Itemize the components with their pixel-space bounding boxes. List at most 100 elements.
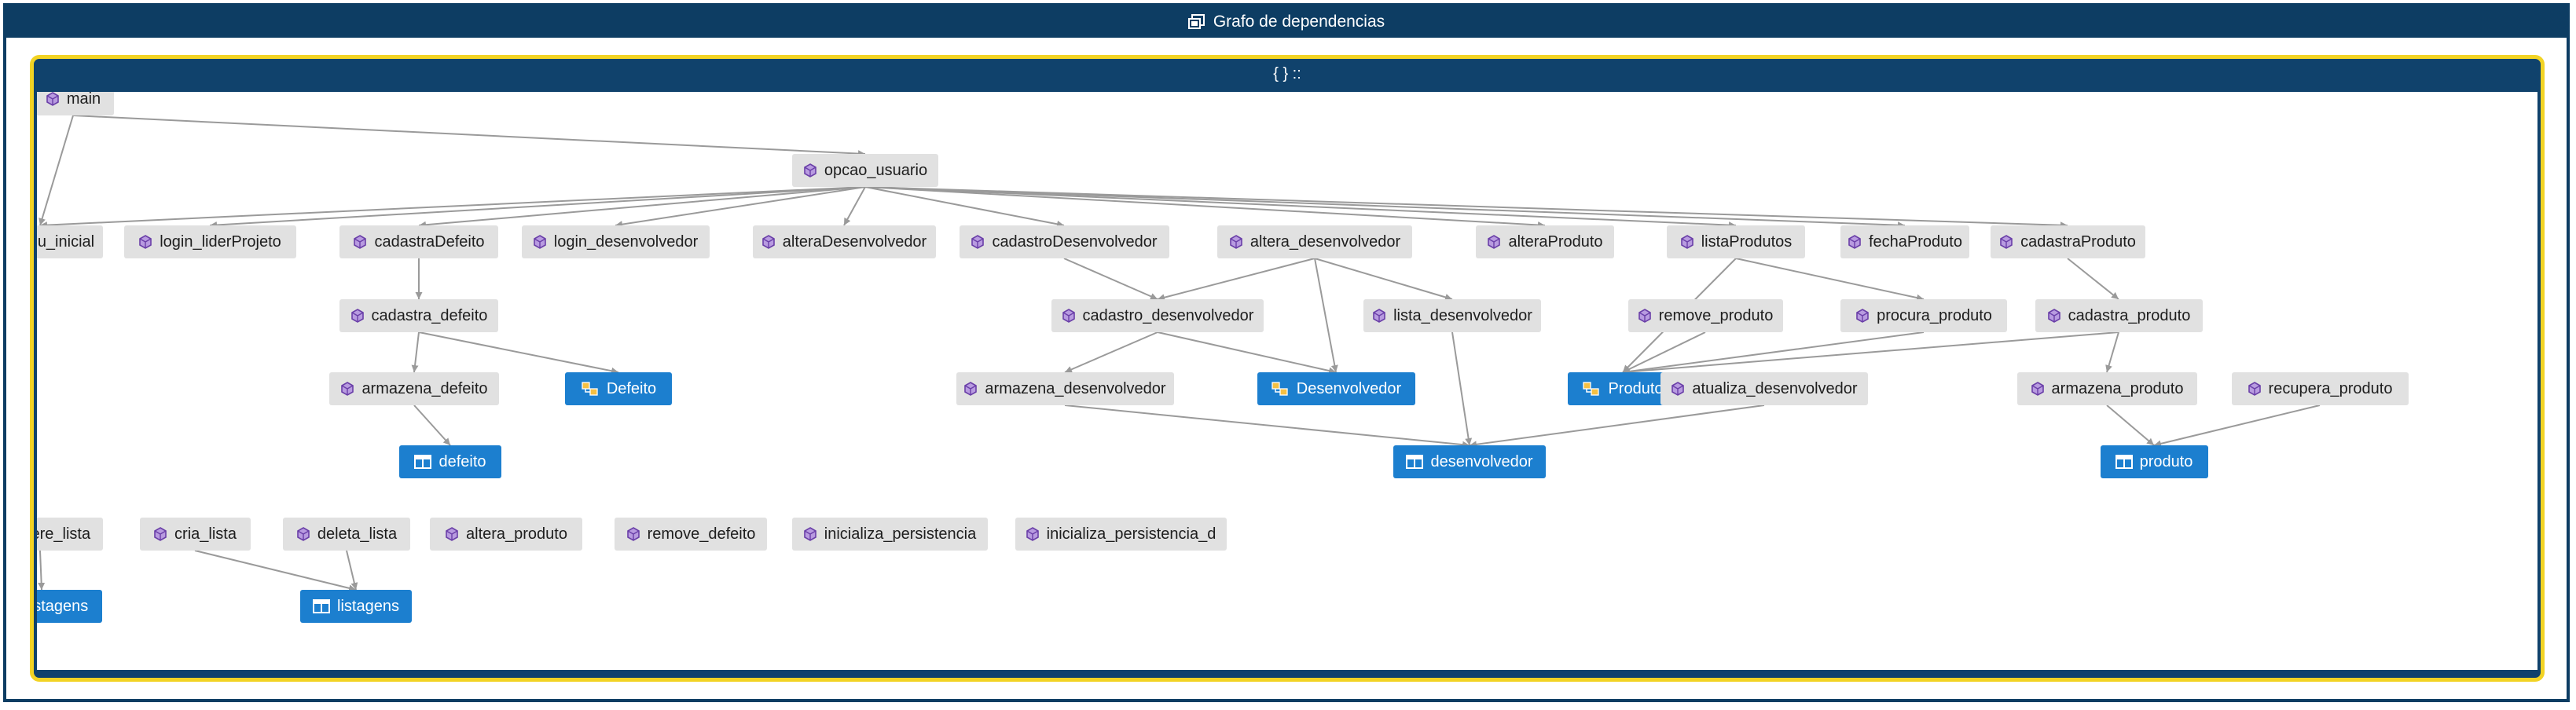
node-cria-lista[interactable]: cria_lista: [139, 518, 251, 551]
edge-opcao_usuario-to-login_desenvolvedor: [615, 186, 866, 229]
edge-recupera_produto-to-produto: [2153, 404, 2321, 448]
edge-atualiza_desenvolvedor-to-desenvolvedor: [1469, 404, 1765, 448]
node-atualiza-desenvolvedor[interactable]: atualiza_desenvolvedor: [1660, 372, 1868, 405]
function-icon: [803, 163, 817, 178]
namespace-header[interactable]: { } ::: [34, 59, 2541, 89]
node-remove-produto[interactable]: remove_produto: [1627, 299, 1783, 332]
edge-procura_produto-to-Produto: [1622, 331, 1925, 375]
node-armazena-desenvolvedor[interactable]: armazena_desenvolvedor: [956, 372, 1174, 405]
node-defeito[interactable]: Defeito: [565, 372, 672, 405]
node-inicializa-persistencia[interactable]: inicializa_persistencia: [791, 518, 988, 551]
function-icon: [1372, 309, 1386, 323]
class-icon: [581, 381, 600, 397]
node-altera-desenvolvedor[interactable]: altera_desenvolvedor: [1217, 225, 1412, 258]
function-icon: [971, 235, 985, 249]
edge-opcao_usuario-to-listaProdutos: [864, 186, 1737, 229]
function-icon: [1671, 382, 1685, 396]
edge-listaProdutos-to-procura_produto: [1735, 258, 1925, 302]
edge-cadastraProduto-to-cadastra_produto: [2067, 258, 2119, 300]
edge-cadastro_desenvolvedor-to-Desenvolvedor: [1157, 331, 1337, 375]
table-variable-icon: [2115, 455, 2133, 469]
function-icon: [1487, 235, 1501, 249]
node-alteraproduto[interactable]: alteraProduto: [1476, 225, 1614, 258]
function-icon: [153, 527, 167, 541]
function-icon: [1229, 235, 1243, 249]
node-login-liderprojeto[interactable]: login_liderProjeto: [123, 225, 296, 258]
node-cadastrodesenvolvedor[interactable]: cadastroDesenvolvedor: [959, 225, 1169, 258]
node-lista-desenvolvedor[interactable]: lista_desenvolvedor: [1363, 299, 1541, 332]
node-menu-inicial[interactable]: menu_inicial: [37, 225, 103, 258]
node-armazena-defeito[interactable]: armazena_defeito: [329, 372, 499, 405]
node-label: remove_produto: [1658, 306, 1774, 324]
edge-lista_desenvolvedor-to-desenvolvedor: [1451, 331, 1473, 446]
node-desenvolvedor[interactable]: desenvolvedor: [1393, 445, 1546, 478]
function-icon: [1999, 235, 2013, 249]
node-remove-defeito[interactable]: remove_defeito: [615, 518, 767, 551]
function-icon: [533, 235, 547, 249]
node-defeito[interactable]: defeito: [399, 445, 501, 478]
node-label: Listagens: [37, 597, 89, 615]
node-label: cadastraDefeito: [374, 232, 485, 251]
node-desenvolvedor[interactable]: Desenvolvedor: [1257, 372, 1415, 405]
edge-deleta_lista-to-listagens: [346, 550, 358, 591]
node-cadastra-defeito[interactable]: cadastra_defeito: [339, 299, 498, 332]
edge-altera_desenvolvedor-to-lista_desenvolvedor: [1314, 258, 1453, 301]
node-cadastraproduto[interactable]: cadastraProduto: [1990, 225, 2145, 258]
node-label: Produto: [1608, 379, 1664, 397]
edge-opcao_usuario-to-cadastraDefeito: [418, 186, 866, 229]
node-label: listagens: [337, 597, 399, 615]
node-recupera-produto[interactable]: recupera_produto: [2231, 372, 2409, 405]
edge-cria_lista-to-listagens: [194, 550, 357, 592]
function-icon: [1062, 309, 1076, 323]
node-insere-lista[interactable]: insere_lista: [37, 518, 103, 551]
node-altera-produto[interactable]: altera_produto: [430, 518, 582, 551]
node-opcao-usuario[interactable]: opcao_usuario: [792, 154, 938, 187]
function-icon: [2248, 382, 2262, 396]
node-cadastradefeito[interactable]: cadastraDefeito: [339, 225, 498, 258]
node-label: menu_inicial: [37, 232, 95, 251]
node-label: main: [66, 92, 101, 108]
node-listaprodutos[interactable]: listaProdutos: [1667, 225, 1805, 258]
node-armazena-produto[interactable]: armazena_produto: [2016, 372, 2197, 405]
edge-altera_desenvolvedor-to-Desenvolvedor: [1314, 258, 1338, 373]
node-main[interactable]: main: [37, 92, 114, 115]
edge-cadastra_produto-to-Produto: [1622, 331, 2119, 375]
node-label: cadastra_produto: [2068, 306, 2191, 324]
edge-cadastroDesenvolvedor-to-cadastro_desenvolvedor: [1063, 258, 1158, 300]
graph-canvas: main opcao_usuario menu_inicial login_lider…: [37, 92, 2537, 670]
node-cadastro-desenvolvedor[interactable]: cadastro_desenvolvedor: [1051, 299, 1264, 332]
node-label: procura_produto: [1877, 306, 1992, 324]
node-produto[interactable]: Produto: [1567, 372, 1679, 405]
edge-cadastra_defeito-to-Defeito: [418, 331, 619, 375]
node-alteradesenvolvedor[interactable]: alteraDesenvolvedor: [752, 225, 936, 258]
node-login-desenvolvedor[interactable]: login_desenvolvedor: [521, 225, 710, 258]
node-label: defeito: [439, 452, 486, 470]
node-procura-produto[interactable]: procura_produto: [1840, 299, 2007, 332]
edge-opcao_usuario-to-alteraDesenvolvedor: [843, 186, 866, 226]
node-listagens[interactable]: Listagens: [37, 590, 102, 623]
node-label: alteraProduto: [1508, 232, 1603, 251]
function-icon: [626, 527, 640, 541]
node-cadastra-produto[interactable]: cadastra_produto: [2035, 299, 2203, 332]
class-icon: [1582, 381, 1601, 397]
node-inicializa-persistencia-d[interactable]: inicializa_persistencia_d: [1015, 518, 1227, 551]
edge-armazena_desenvolvedor-to-desenvolvedor: [1064, 404, 1470, 448]
function-icon: [1855, 309, 1870, 323]
node-label: armazena_defeito: [361, 379, 488, 397]
function-icon: [350, 309, 365, 323]
node-deleta-lista[interactable]: deleta_lista: [283, 518, 410, 551]
node-label: opcao_usuario: [824, 161, 928, 179]
node-produto[interactable]: produto: [2100, 445, 2208, 478]
node-label: insere_lista: [37, 525, 91, 543]
node-fechaproduto[interactable]: fechaProduto: [1840, 225, 1969, 258]
function-icon: [353, 235, 367, 249]
node-label: armazena_produto: [2051, 379, 2184, 397]
function-icon: [963, 382, 978, 396]
node-listagens[interactable]: listagens: [300, 590, 412, 623]
function-icon: [340, 382, 354, 396]
function-icon: [138, 235, 152, 249]
node-label: fechaProduto: [1869, 232, 1962, 251]
node-label: inicializa_persistencia: [824, 525, 977, 543]
